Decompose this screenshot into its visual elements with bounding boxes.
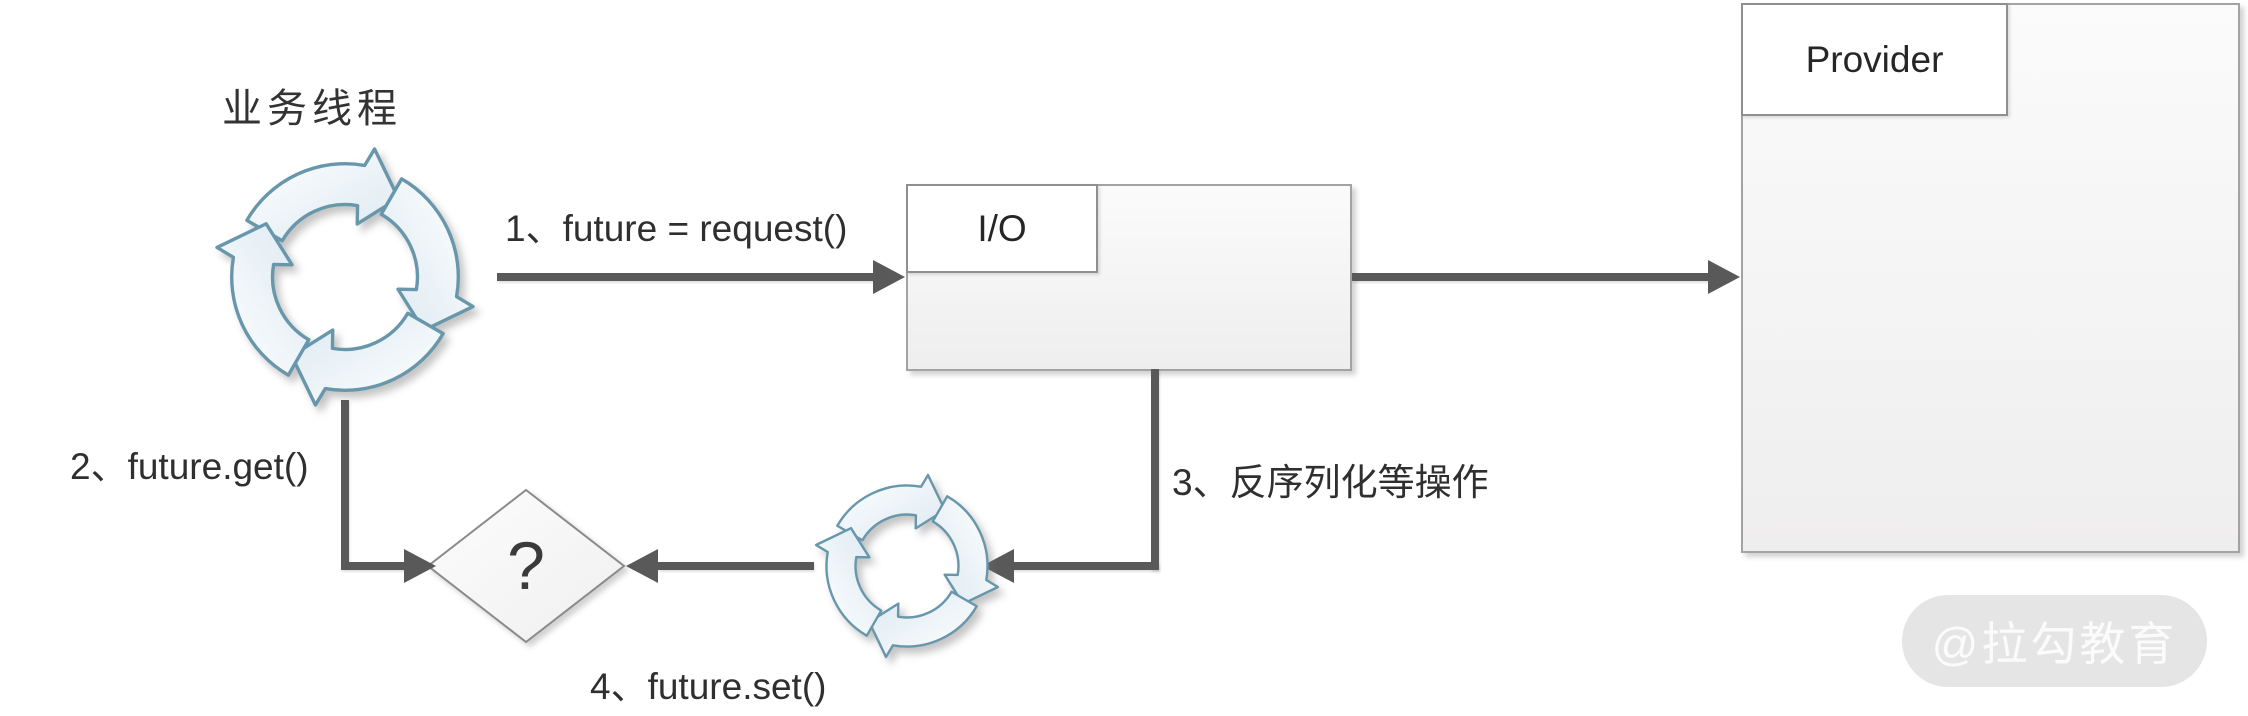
io-to-provider-line xyxy=(1352,273,1708,281)
watermark-badge: @拉勾教育 xyxy=(1902,595,2207,687)
business-thread-label: 业务线程 xyxy=(222,87,402,131)
step-2-arrowhead-icon xyxy=(404,549,436,583)
cycle-arrows-icon xyxy=(215,147,475,407)
step-4-arrow-line xyxy=(658,562,814,570)
step-4-label: 4、future.set() xyxy=(590,666,827,707)
decision-question-mark: ? xyxy=(507,528,545,604)
step-2-line-vertical xyxy=(341,400,349,566)
decision-diamond xyxy=(426,488,626,644)
provider-box-label: Provider xyxy=(1741,3,2008,116)
step-1-label: 1、future = request() xyxy=(505,208,848,249)
io-to-provider-arrowhead-icon xyxy=(1708,260,1740,294)
io-box-label: I/O xyxy=(906,184,1098,273)
step-3-line-vertical xyxy=(1151,369,1159,570)
io-thread-cycle-arrows-icon xyxy=(814,473,1000,659)
step-4-arrowhead-icon xyxy=(626,549,658,583)
step-3-label: 3、反序列化等操作 xyxy=(1172,462,1489,503)
step-2-label: 2、future.get() xyxy=(70,446,309,487)
step-1-arrow-line xyxy=(497,273,875,281)
step-1-arrowhead-icon xyxy=(873,260,905,294)
step-3-line-horizontal xyxy=(1012,562,1159,570)
step-2-line-horizontal xyxy=(341,562,406,570)
